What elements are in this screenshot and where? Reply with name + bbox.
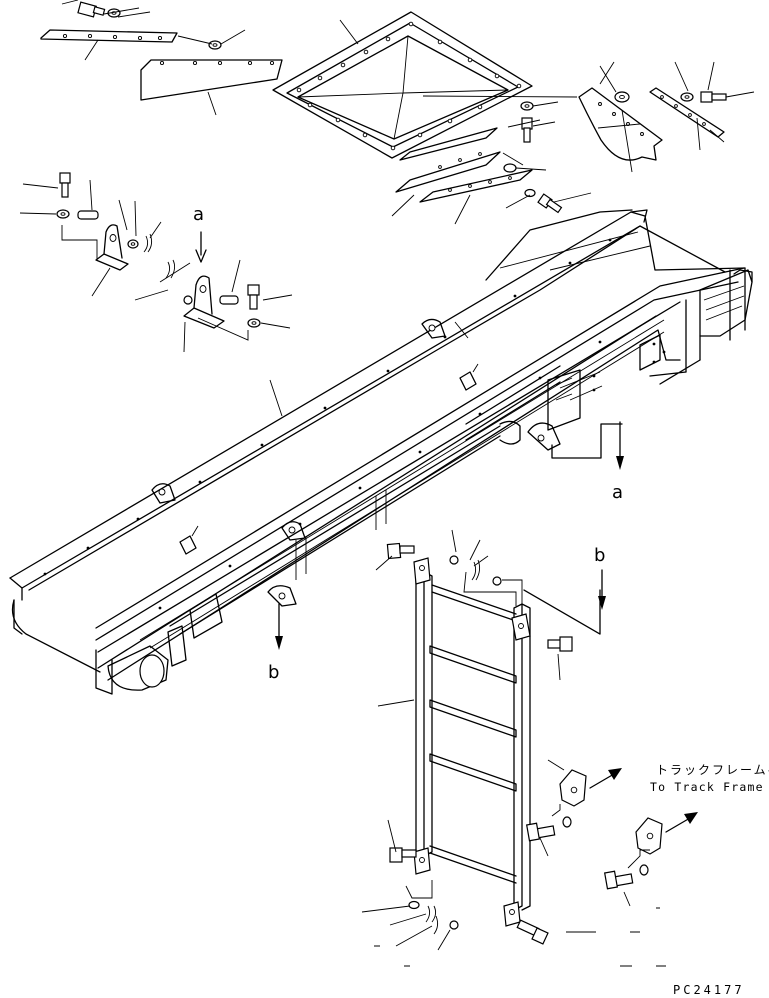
view-label-b-right: b bbox=[594, 545, 606, 566]
track-frame-brackets bbox=[525, 759, 698, 909]
ladder bbox=[361, 529, 666, 967]
drawing-number: PC24177 bbox=[673, 983, 745, 997]
view-label-b-left: b bbox=[268, 662, 280, 683]
top-left-fasteners bbox=[61, 0, 151, 18]
view-b-marker bbox=[275, 569, 606, 650]
right-skirt-part bbox=[578, 61, 663, 173]
conveyor-holes bbox=[43, 238, 666, 610]
view-label-a-right: a bbox=[612, 482, 624, 503]
lower-plate-part bbox=[140, 29, 283, 116]
leader-lines bbox=[507, 119, 641, 129]
upper-strip-part bbox=[40, 29, 178, 61]
conveyor-frame bbox=[9, 209, 753, 695]
track-frame-note-jp: トラックフレームへ bbox=[656, 763, 769, 777]
track-frame-note-en: To Track Frame bbox=[650, 780, 764, 794]
view-label-a-top: a bbox=[193, 204, 205, 225]
left-bracket-assembly-1 bbox=[19, 172, 162, 297]
view-a-marker bbox=[551, 421, 624, 470]
left-bracket-assembly-2 bbox=[134, 231, 293, 353]
right-strip-part bbox=[649, 61, 755, 151]
hopper-liners bbox=[391, 101, 592, 225]
hopper-frame bbox=[272, 11, 578, 159]
